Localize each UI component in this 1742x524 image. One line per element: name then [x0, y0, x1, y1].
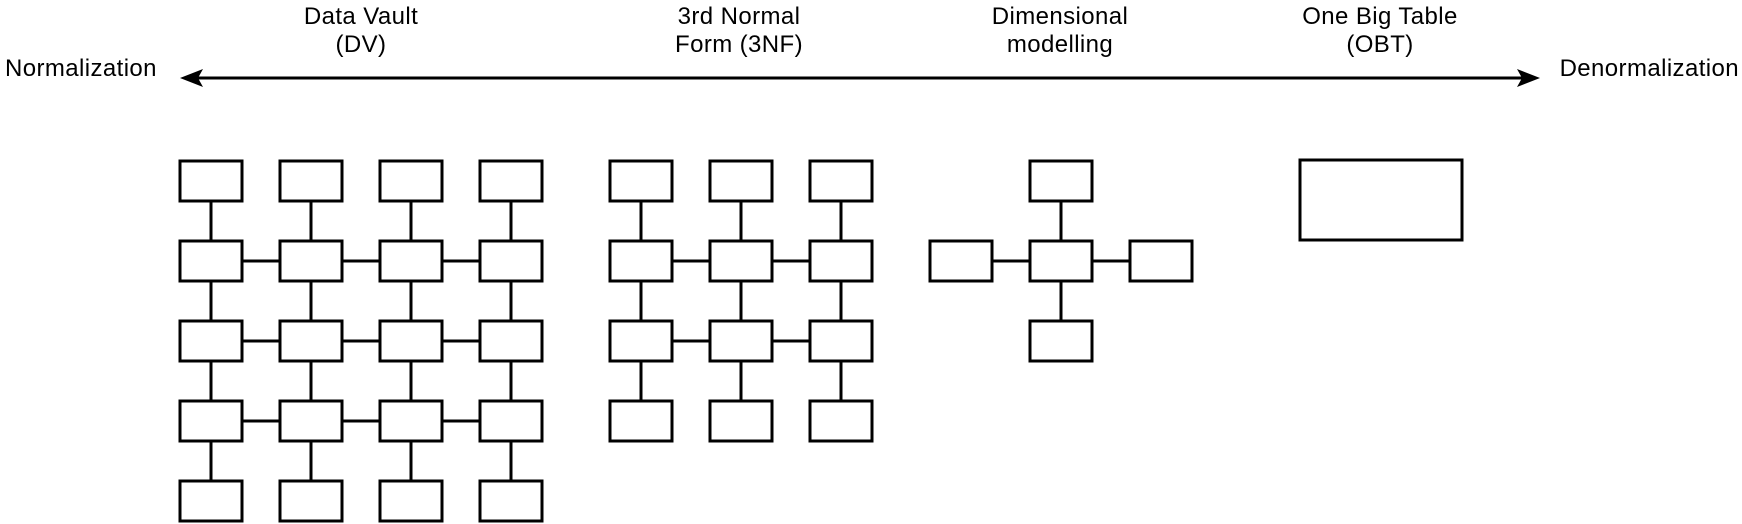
arrowhead-right-icon	[1517, 69, 1540, 87]
dimensional-star-schema-table-box	[1028, 159, 1094, 203]
third-normal-form-schema-table-box	[708, 239, 774, 283]
method-label-data-vault: Data Vault(DV)	[304, 3, 418, 59]
dimensional-star-schema-table-box	[1128, 239, 1194, 283]
method-label-line2: modelling	[1006, 31, 1114, 58]
data-vault-schema-table-box	[378, 319, 444, 363]
dimensional-star-schema	[928, 159, 1194, 363]
data-vault-schema-table-box	[478, 399, 544, 443]
data-vault-schema-table-box	[178, 399, 244, 443]
third-normal-form-schema-table-box	[808, 159, 874, 203]
arrowhead-left-icon	[180, 69, 203, 87]
data-vault-schema-table-box	[178, 239, 244, 283]
data-vault-schema-table-box	[478, 239, 544, 283]
third-normal-form-schema-table-box	[608, 159, 674, 203]
dimensional-star-schema-table-box	[1028, 239, 1094, 283]
data-vault-schema-table-box	[278, 159, 344, 203]
one-big-table-schema-table-box	[1298, 158, 1464, 242]
data-vault-schema-table-box	[278, 399, 344, 443]
dimensional-star-schema-table-box	[928, 239, 994, 283]
third-normal-form-schema	[608, 159, 874, 443]
third-normal-form-schema-table-box	[608, 319, 674, 363]
third-normal-form-schema-table-box	[708, 159, 774, 203]
third-normal-form-schema-table-box	[808, 319, 874, 363]
method-label-line1: Dimensional	[991, 3, 1129, 30]
method-label-line2: (OBT)	[1346, 31, 1414, 58]
third-normal-form-schema-table-box	[608, 239, 674, 283]
data-vault-schema-table-box	[278, 479, 344, 523]
data-vault-schema-table-box	[178, 159, 244, 203]
method-label-line2: (DV)	[335, 31, 387, 58]
third-normal-form-schema-table-box	[608, 399, 674, 443]
axis-label-normalization: Normalization	[5, 55, 157, 82]
method-label-line1: Data Vault	[303, 3, 419, 30]
third-normal-form-schema-table-box	[808, 239, 874, 283]
data-vault-schema-table-box	[378, 399, 444, 443]
dimensional-star-schema-table-box	[1028, 319, 1094, 363]
data-vault-schema-table-box	[178, 319, 244, 363]
data-vault-schema-table-box	[478, 159, 544, 203]
data-vault-schema-table-box	[478, 319, 544, 363]
data-vault-schema-table-box	[378, 239, 444, 283]
method-label-line1: One Big Table	[1302, 3, 1458, 30]
axis-label-denormalization: Denormalization	[1559, 55, 1739, 82]
method-label-line2: Form (3NF)	[675, 31, 803, 58]
method-label-line1: 3rd Normal	[677, 3, 801, 30]
data-vault-schema-table-box	[178, 479, 244, 523]
data-vault-schema-table-box	[278, 319, 344, 363]
data-vault-schema-table-box	[278, 239, 344, 283]
third-normal-form-schema-table-box	[708, 399, 774, 443]
third-normal-form-schema-table-box	[708, 319, 774, 363]
data-vault-schema-table-box	[478, 479, 544, 523]
data-vault-schema-table-box	[378, 159, 444, 203]
data-vault-schema-table-box	[378, 479, 444, 523]
data-vault-schema	[178, 159, 544, 523]
method-label-one-big-table: One Big Table(OBT)	[1302, 3, 1458, 59]
one-big-table-schema	[1298, 158, 1464, 242]
third-normal-form-schema-table-box	[808, 399, 874, 443]
